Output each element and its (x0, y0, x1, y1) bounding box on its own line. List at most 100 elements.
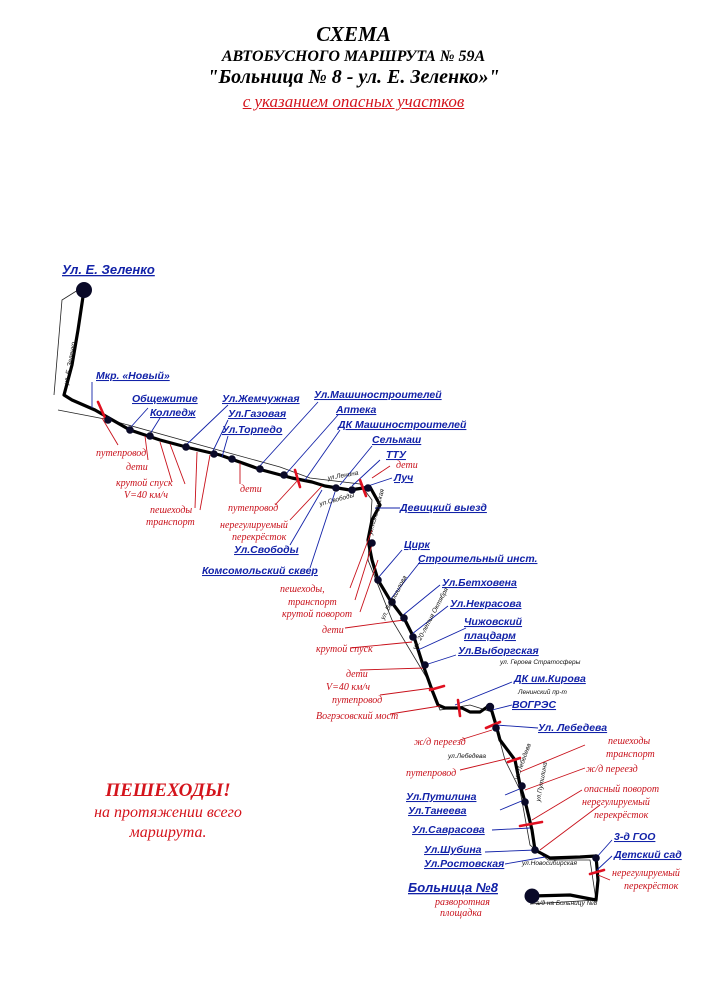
stop-leader-lines (91, 382, 613, 871)
terminal-start-label: Ул. Е. Зеленко (62, 262, 155, 277)
hazard-marker (456, 698, 462, 718)
stop-label: Ул.Ростовская (424, 858, 504, 870)
stop-dot (228, 455, 236, 463)
street-label: ул.Ленина (326, 470, 359, 483)
stop-label: Ул.Шубина (424, 844, 482, 856)
stop-label: Общежитие (132, 393, 198, 405)
pedestrian-warning-title: ПЕШЕХОДЫ! (105, 780, 231, 801)
hazard-label: путепровод (96, 448, 146, 459)
hazard-label: дети (396, 460, 418, 471)
stop-label: ДК им.Кирова (513, 673, 586, 685)
stop-dot (256, 465, 264, 473)
stop-dot (485, 702, 495, 712)
stop-label: Строительный инст. (418, 553, 538, 565)
hazard-label: дети (240, 484, 262, 495)
stop-label: Чижовский (464, 616, 523, 628)
hazard-label: перекрёсток (624, 881, 679, 892)
stop-label: Девицкий выезд (399, 502, 487, 514)
stop-dot (364, 484, 372, 492)
stop-label: ТТУ (386, 449, 407, 461)
terminal-end-dot (524, 888, 540, 904)
stop-dot (388, 598, 396, 606)
stop-label: Ул. Лебедева (538, 722, 607, 734)
stop-label: 3-д ГОО (614, 831, 655, 843)
stop-dot (332, 484, 340, 492)
stop-dot (409, 633, 417, 641)
stop-label: Мкр. «Новый» (96, 370, 170, 382)
hazard-label: путепровод (332, 695, 382, 706)
terminal-end-note-1: разворотная (434, 897, 490, 908)
hazard-label: дети (126, 462, 148, 473)
stop-dot (210, 450, 218, 458)
hazard-marker (293, 468, 302, 489)
hazard-label: V=40 км/ч (326, 682, 370, 693)
hazard-label: дети (346, 669, 368, 680)
hazard-label: путепровод (406, 768, 456, 779)
stop-label: плацдарм (464, 630, 516, 642)
stop-label: Ул.Путилина (406, 791, 477, 803)
hazard-marker (506, 756, 522, 764)
hazard-label: ж/д переезд (586, 764, 638, 775)
route-line (62, 289, 600, 902)
hazard-label: дети (322, 625, 344, 636)
title-schema: СХЕМА (316, 22, 391, 46)
street-label: ул. Е. Зеленко (63, 341, 78, 386)
hazard-labels: путепровод дети крутой спуск V=40 км/ч п… (96, 448, 680, 892)
hazard-leader-lines (101, 417, 611, 881)
hazard-label: крутой спуск (316, 644, 373, 655)
hazard-marker (588, 868, 606, 876)
stop-dot (368, 539, 376, 547)
stop-dot (421, 661, 429, 669)
stop-label: Ул.Саврасова (412, 824, 485, 836)
terminal-start-dot (76, 282, 92, 298)
stop-dot (280, 471, 288, 479)
pedestrian-warning-line: на протяжении всего (94, 804, 242, 821)
pedestrian-warning-text: на протяжении всего маршрута. (58, 803, 278, 843)
hazard-marker (484, 720, 502, 730)
terminal-end-label: Больница №8 (408, 880, 499, 895)
hazard-label: ж/д переезд (414, 737, 466, 748)
street-label: ул. 20-летия Октября (410, 586, 450, 652)
hazard-label: транспорт (146, 517, 195, 528)
stop-label: Сельмаш (372, 434, 422, 446)
hazard-label: пешеходы, (280, 584, 325, 595)
street-label: ул.Новосибирская (521, 859, 578, 867)
street-label: а/д на Больницу №8 (536, 899, 598, 907)
stop-dot (400, 614, 408, 622)
stop-label: Ул.Выборгская (458, 645, 539, 657)
street-label: Ленинский пр-т (517, 688, 568, 696)
hazard-label: нерегулируемый (582, 797, 650, 808)
hazard-label: крутой поворот (282, 609, 352, 620)
stop-label: Ул.Некрасова (450, 598, 522, 610)
hazard-label: крутой спуск (116, 478, 173, 489)
hazard-label: Вогрэсовский мост (316, 711, 398, 722)
hazard-label: нерегулируемый (220, 520, 288, 531)
stop-dot (374, 576, 382, 584)
stop-label: Комсомольский сквер (202, 565, 318, 577)
stop-dot (146, 432, 154, 440)
stop-label: Ул.Бетховена (442, 577, 517, 589)
title-route-endpoints: "Больница № 8 - ул. Е. Зеленко»" (207, 66, 500, 88)
stop-label: Аптека (335, 404, 376, 416)
stop-dot (182, 443, 190, 451)
hazard-markers (96, 400, 606, 876)
stop-label: Ул.Свободы (234, 544, 299, 556)
stop-label: ВОГРЭС (512, 699, 556, 711)
stop-dot (521, 798, 529, 806)
stop-dot (518, 782, 526, 790)
hazard-marker (358, 478, 368, 498)
stop-dots (76, 282, 600, 904)
hazard-marker (96, 400, 108, 422)
stop-label: Колледж (150, 407, 197, 419)
hazard-label: опасный поворот (584, 784, 659, 795)
stop-dot (531, 846, 539, 854)
stop-label: Луч (393, 472, 413, 484)
stop-dot (126, 426, 134, 434)
stop-label: Цирк (404, 539, 430, 551)
terminal-end-note-2: площадка (440, 908, 482, 919)
stop-dot (348, 486, 356, 494)
stop-label: Детский сад (613, 849, 682, 861)
hazard-marker (428, 684, 446, 692)
hazard-label: перекрёсток (232, 532, 287, 543)
